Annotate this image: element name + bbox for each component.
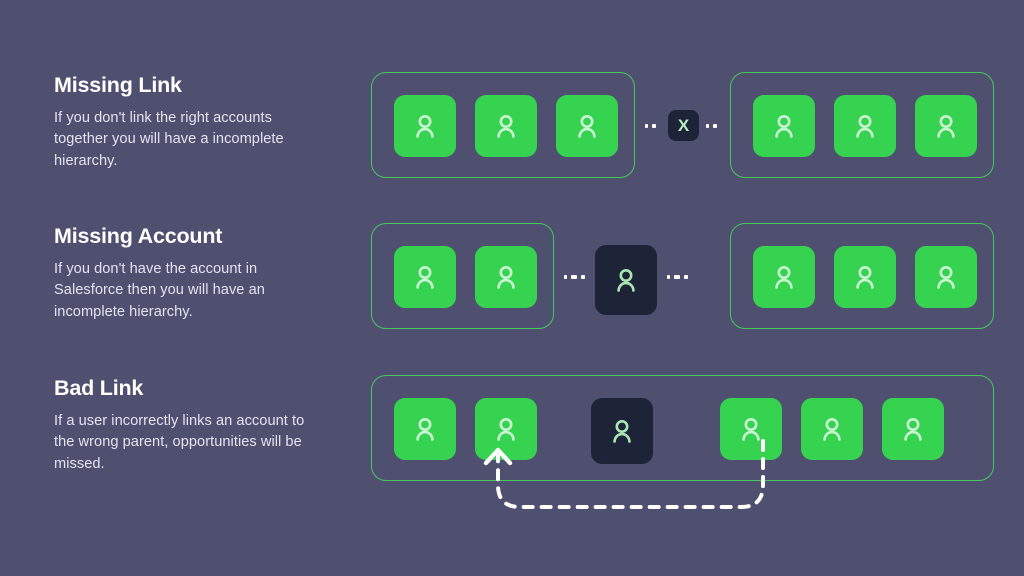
account-tile[interactable] [915, 246, 977, 308]
person-icon [609, 417, 635, 445]
account-tile[interactable] [394, 398, 456, 460]
broken-link-dashes-left [645, 124, 656, 128]
account-tile[interactable] [556, 95, 618, 157]
page-title-bad-link: Bad Link [54, 376, 144, 400]
person-icon [852, 112, 878, 140]
person-icon [933, 112, 959, 140]
section-bad-link: Bad Link If a user incorrectly links an … [0, 355, 1024, 515]
account-tile[interactable] [394, 246, 456, 308]
account-tile[interactable] [834, 246, 896, 308]
missing-account-tile[interactable] [595, 245, 657, 315]
page-title-missing-account: Missing Account [54, 224, 223, 248]
missing-link-description: If you don't link the right accounts tog… [54, 109, 284, 169]
x-icon: X [677, 115, 690, 135]
account-group-full [371, 375, 994, 481]
section-missing-account: Missing Account If you don't have the ac… [0, 203, 1024, 363]
person-icon [493, 112, 519, 140]
account-group-right [730, 223, 994, 329]
person-icon [412, 415, 438, 443]
person-icon [412, 263, 438, 291]
account-tile[interactable] [753, 95, 815, 157]
account-group-right [730, 72, 994, 178]
account-group-left [371, 72, 635, 178]
missing-account-dashes-left [564, 275, 585, 279]
account-tile[interactable] [394, 95, 456, 157]
account-tile-bad-link-source[interactable] [720, 398, 782, 460]
missing-account-description: If you don't have the account in Salesfo… [54, 260, 265, 320]
account-tile[interactable] [915, 95, 977, 157]
person-icon [412, 112, 438, 140]
missing-account-text: Missing Account If you don't have the ac… [54, 224, 322, 323]
person-icon [574, 112, 600, 140]
account-tile[interactable] [475, 95, 537, 157]
person-icon [852, 263, 878, 291]
person-icon [933, 263, 959, 291]
missing-account-diagram [362, 203, 1002, 363]
broken-link-badge: X [668, 110, 699, 141]
section-missing-link: Missing Link If you don't link the right… [0, 52, 1024, 212]
person-icon [493, 263, 519, 291]
person-icon [613, 266, 639, 294]
missing-link-diagram: X [362, 52, 1002, 212]
account-tile-bad-link-target[interactable] [475, 398, 537, 460]
person-icon [819, 415, 845, 443]
missing-link-text: Missing Link If you don't link the right… [54, 73, 322, 172]
account-tile[interactable] [801, 398, 863, 460]
missing-account-dashes-right [667, 275, 688, 279]
person-icon [771, 112, 797, 140]
broken-link-dashes-right [706, 124, 717, 128]
person-icon [738, 415, 764, 443]
bad-link-diagram [362, 355, 1002, 515]
missing-account-tile[interactable] [591, 398, 653, 464]
account-group-left [371, 223, 554, 329]
account-tile[interactable] [753, 246, 815, 308]
person-icon [771, 263, 797, 291]
page-title-missing-link: Missing Link [54, 73, 182, 97]
bad-link-description: If a user incorrectly links an account t… [54, 412, 305, 472]
person-icon [900, 415, 926, 443]
bad-link-text: Bad Link If a user incorrectly links an … [54, 376, 322, 475]
person-icon [493, 415, 519, 443]
account-tile[interactable] [834, 95, 896, 157]
account-tile[interactable] [475, 246, 537, 308]
account-tile[interactable] [882, 398, 944, 460]
